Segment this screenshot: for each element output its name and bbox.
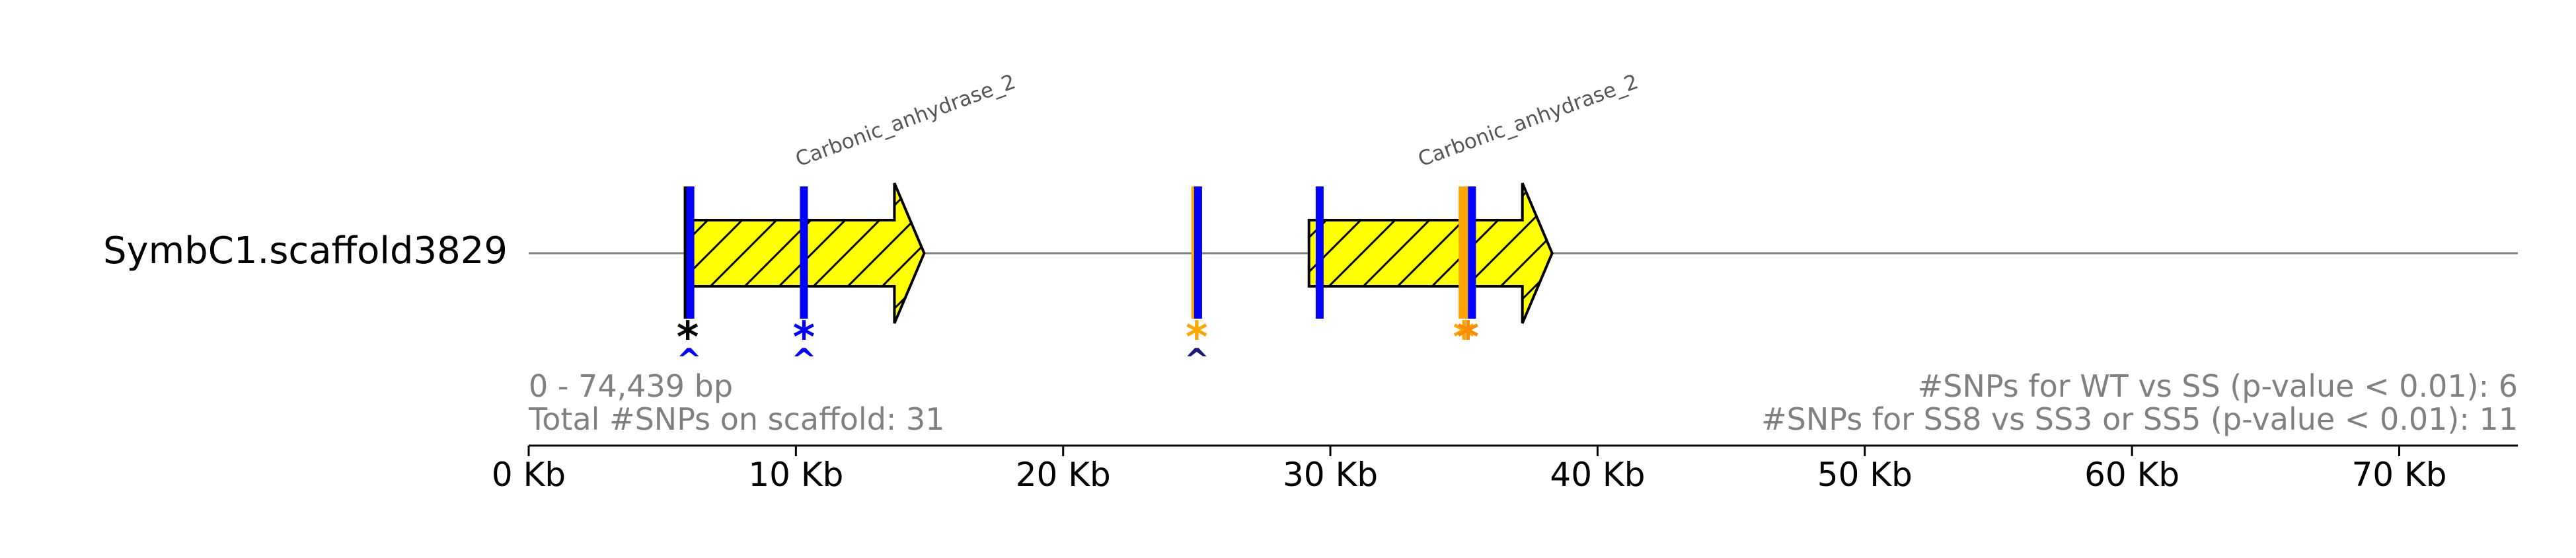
snp-asterisk-marker: * xyxy=(1457,313,1479,362)
x-tick-label: 70 Kb xyxy=(2351,456,2446,494)
x-tick-label: 0 Kb xyxy=(492,456,566,494)
snp-bar xyxy=(686,186,695,319)
snp-asterisk-marker: * xyxy=(677,313,699,362)
snp-asterisk-marker: * xyxy=(793,313,815,362)
snp-caret-marker: ^ xyxy=(676,342,702,378)
x-tick-label: 40 Kb xyxy=(1550,456,1645,494)
gene-arrow xyxy=(1307,182,1554,324)
snp-bar xyxy=(1193,186,1202,319)
range-label: 0 - 74,439 bp xyxy=(529,368,733,404)
snp-bar xyxy=(800,186,808,319)
x-tick-label: 20 Kb xyxy=(1016,456,1111,494)
markers-layer: *****^^^ xyxy=(676,313,1479,378)
x-tick-label: 30 Kb xyxy=(1283,456,1378,494)
snp-caret-marker: ^ xyxy=(791,342,817,378)
snps-layer xyxy=(683,186,1476,319)
genes-layer: Carbonic_anhydrase_2 Carbonic_anhydrase_2 xyxy=(685,70,1642,324)
snp-caret-marker: ^ xyxy=(1184,342,1210,378)
wt-vs-ss-label: #SNPs for WT vs SS (p-value < 0.01): 6 xyxy=(1918,368,2518,404)
x-tick-label: 60 Kb xyxy=(2084,456,2179,494)
gene-label: Carbonic_anhydrase_2 xyxy=(792,70,1018,172)
snp-bar xyxy=(1315,186,1324,319)
snp-asterisk-marker: * xyxy=(1453,313,1475,362)
snp-bar xyxy=(1468,186,1476,319)
ss8-vs-ss3-ss5-label: #SNPs for SS8 vs SS3 or SS5 (p-value < 0… xyxy=(1761,401,2518,437)
total-snps-label: Total #SNPs on scaffold: 31 xyxy=(528,401,945,437)
scaffold-name: SymbC1.scaffold3829 xyxy=(103,229,508,272)
gene-label: Carbonic_anhydrase_2 xyxy=(1415,70,1641,172)
x-tick-label: 10 Kb xyxy=(748,456,843,494)
x-tick-label: 50 Kb xyxy=(1817,456,1913,494)
snp-asterisk-marker: * xyxy=(1186,313,1207,362)
x-axis-ticks: 0 Kb 10 Kb 20 Kb 30 Kb 40 Kb 50 Kb 60 Kb 70 Kb xyxy=(492,446,2447,494)
